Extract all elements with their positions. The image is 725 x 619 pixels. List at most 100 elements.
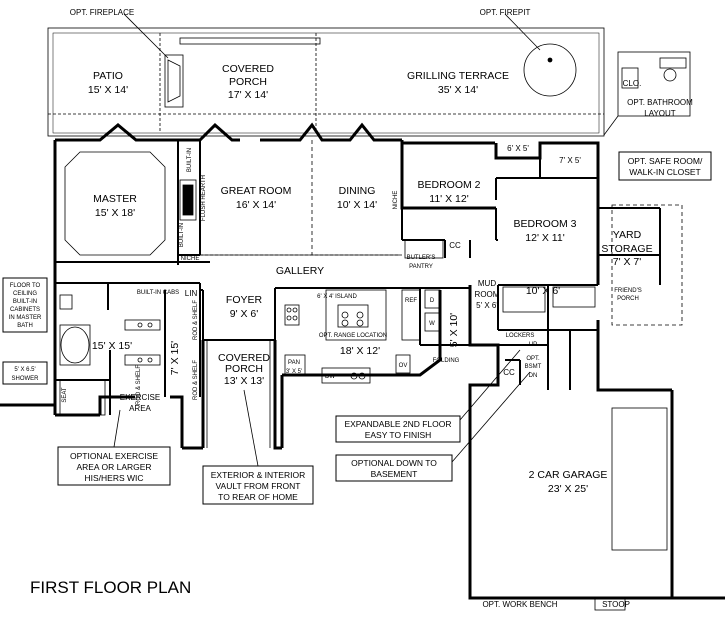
opt-work-bench-label: OPT. WORK BENCH (482, 600, 557, 609)
bath-10x6-size: 10' X 6' (526, 285, 560, 297)
lockers-label: LOCKERS (506, 333, 535, 339)
laundry-size: 5' X 10' (448, 313, 460, 347)
foyer-size: 9' X 6' (230, 308, 259, 320)
note-safe-room-line-2: WALK-IN CLOSET (629, 167, 700, 177)
gallery-name: GALLERY (276, 265, 324, 277)
dw-label: DW (325, 374, 335, 380)
note-vault-line-3: TO REAR OF HOME (218, 492, 298, 502)
kitchen-size: 18' X 12' (340, 345, 380, 357)
note-cabinets-line-1: FLOOR TO (10, 283, 41, 289)
exercise-name-2: AREA (129, 404, 151, 413)
stair-dn-label: DN (529, 373, 538, 379)
opt-bathroom-label-1: OPT. BATHROOM (627, 98, 693, 107)
opt-bathroom-label-2: LAYOUT (644, 109, 676, 118)
patio-name: PATIO (93, 70, 123, 82)
opt-firepit-label: OPT. FIREPIT (480, 8, 531, 17)
note-built-in-cabinets: FLOOR TO CEILING BUILT-IN CABINETS IN MA… (2, 277, 48, 333)
rear-porch-name-1: COVERED (222, 63, 274, 75)
note-exercise-area: OPTIONAL EXERCISE AREA OR LARGER HIS/HER… (57, 409, 171, 486)
note-expandable: EXPANDABLE 2ND FLOOR EASY TO FINISH (335, 349, 521, 443)
note-expandable-line-2: EASY TO FINISH (365, 430, 432, 440)
garage-name: 2 CAR GARAGE (529, 469, 608, 481)
rear-porch-size: 17' X 14' (228, 89, 268, 101)
built-in-short-label: BUILT-IN (179, 223, 185, 247)
note-vault-line-1: EXTERIOR & INTERIOR (211, 470, 305, 480)
exercise-name-1: EXERCISE (120, 393, 160, 402)
dining-name: DINING (339, 185, 376, 197)
foyer-name: FOYER (226, 294, 263, 306)
bedroom3-size: 12' X 11' (525, 232, 564, 244)
note-expandable-line-1: EXPANDABLE 2ND FLOOR (344, 419, 451, 429)
note-cabinets-line-6: BATH (17, 323, 33, 329)
interior-details (0, 51, 725, 611)
bedroom2-name: BEDROOM 2 (417, 179, 480, 191)
bedroom3-name: BEDROOM 3 (513, 218, 576, 230)
dining-size: 10' X 14' (337, 199, 377, 211)
niche-label: NICHE (181, 256, 200, 262)
wic-size: 7' X 15' (169, 341, 181, 375)
island-label: 6' X 4' ISLAND (317, 294, 357, 300)
master-bath-size: 15' X 15' (92, 340, 132, 352)
note-basement-line-2: BASEMENT (371, 469, 418, 479)
coat-closet-label: CC (449, 241, 461, 250)
front-porch-size: 13' X 13' (224, 375, 264, 387)
rear-terrace-outline (47, 27, 605, 137)
folding-label: FOLDING (433, 358, 460, 364)
grilling-terrace-size: 35' X 14' (438, 84, 478, 96)
rod-shelf-label-1: ROD & SHELF (193, 300, 199, 340)
butlers-pantry-label-2: PANTRY (409, 264, 433, 270)
patio-size: 15' X 14' (88, 84, 128, 96)
mud-room-size: 5' X 6' (476, 301, 498, 310)
great-room-size: 16' X 14' (236, 199, 276, 211)
flush-hearth-label: FLUSH HEARTH (201, 175, 207, 221)
stair-up-label: UP (529, 342, 537, 348)
bedroom2-size: 11' X 12' (429, 193, 468, 205)
rear-porch-name-2: PORCH (229, 76, 267, 88)
bath-6x5-size: 6' X 5' (507, 144, 529, 153)
rod-shelf-label-2: ROD & SHELF (193, 360, 199, 400)
friends-porch-label-2: PORCH (617, 296, 639, 302)
note-cabinets-line-3: BUILT-IN (13, 299, 37, 305)
coat-closet-label-2: CC (503, 368, 515, 377)
grilling-terrace-name: GRILLING TERRACE (407, 70, 509, 82)
pantry-label-2: 3' X 5' (286, 369, 302, 375)
plan-title: FIRST FLOOR PLAN (30, 578, 191, 597)
master-name: MASTER (93, 193, 137, 205)
fireplace-symbol (123, 13, 184, 108)
built-in-cabs-label: BUILT-IN CABS (137, 290, 179, 296)
note-vault: EXTERIOR & INTERIOR VAULT FROM FRONT TO … (202, 389, 314, 505)
stoop-label: STOOP (602, 600, 630, 609)
exterior-walls (53, 122, 674, 600)
butlers-pantry-label-1: BUTLER'S (407, 255, 436, 261)
ref-label: REF (405, 298, 417, 304)
range-label: OPT. RANGE LOCATION (319, 333, 387, 339)
dryer-label: D (430, 298, 435, 304)
great-room-name: GREAT ROOM (221, 185, 292, 197)
note-cabinets-line-5: IN MASTER (9, 315, 42, 321)
note-basement-line-1: OPTIONAL DOWN TO (351, 458, 437, 468)
note-exercise-line-1: OPTIONAL EXERCISE (70, 451, 158, 461)
yard-storage-name-1: YARD (613, 229, 642, 241)
seat-label: SEAT (62, 387, 68, 403)
clo-label: CLO. (623, 79, 642, 88)
washer-label: W (429, 321, 435, 327)
friends-porch-label-1: FRIEND'S (614, 288, 641, 294)
garage-size: 23' X 25' (548, 483, 588, 495)
note-safe-room: OPT. SAFE ROOM/ WALK-IN CLOSET (618, 151, 712, 181)
pantry-label-1: PAN (288, 360, 300, 366)
note-safe-room-line-1: OPT. SAFE ROOM/ (628, 156, 703, 166)
note-shower: 5' X 6.5' SHOWER (2, 361, 48, 385)
rod-shelf-label-3: ROD & SHELF (136, 365, 142, 405)
front-porch-name-2: PORCH (225, 363, 263, 375)
built-in-label: BUILT-IN (187, 148, 193, 172)
closet-7x5-size: 7' X 5' (559, 156, 581, 165)
master-size: 15' X 18' (95, 207, 135, 219)
firepit-symbol (504, 13, 577, 97)
mud-room-name-2: ROOM (475, 290, 500, 299)
note-cabinets-line-2: CEILING (13, 291, 37, 297)
opt-bsmt-label-2: BSMT (525, 364, 542, 370)
front-porch-name-1: COVERED (218, 352, 270, 364)
mud-room-name-1: MUD (478, 279, 496, 288)
note-shower-line-1: 5' X 6.5' (14, 367, 35, 373)
